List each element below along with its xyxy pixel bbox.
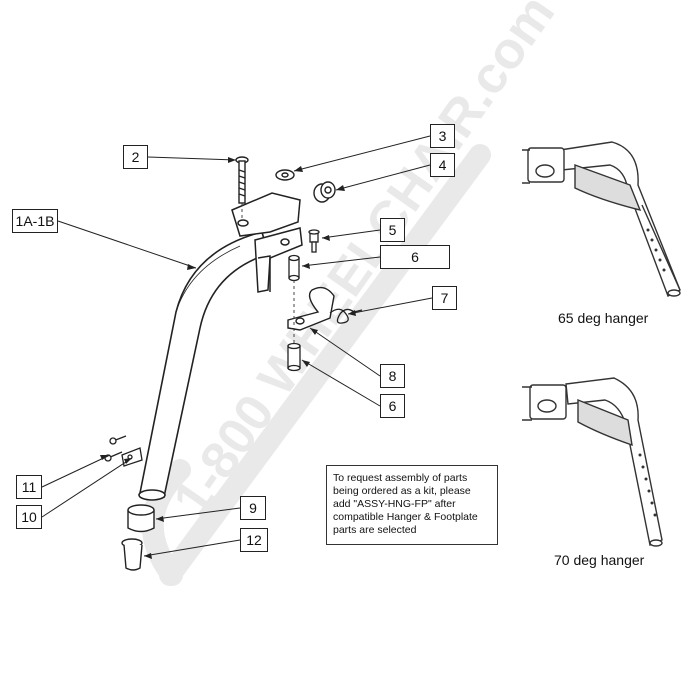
- hanger-70-illustration: [522, 377, 663, 547]
- sleeve-part-upper: [288, 254, 300, 282]
- callout-10: 10: [16, 505, 42, 529]
- callout-3: 3: [430, 124, 455, 148]
- callout-5: 5: [380, 218, 405, 242]
- spring-part: [329, 308, 363, 324]
- callout-6-upper: 6: [380, 245, 450, 269]
- leader-arrowheads: [100, 157, 356, 559]
- assembly-axis: [241, 203, 295, 344]
- callout-1a-1b: 1A-1B: [12, 209, 58, 233]
- hanger-65-illustration: [522, 141, 681, 297]
- callout-6-lower: 6: [380, 394, 405, 418]
- caption-65-deg-hanger: 65 deg hanger: [558, 310, 649, 326]
- callout-7: 7: [432, 286, 457, 310]
- sleeve-part-lower: [287, 342, 301, 372]
- end-plug-part: [121, 538, 143, 571]
- bolt-part: [235, 156, 249, 204]
- leader-lines: [41, 135, 433, 557]
- callout-2: 2: [123, 145, 148, 169]
- callout-11: 11: [16, 475, 42, 499]
- callout-12: 12: [240, 528, 268, 552]
- hinge-block: [231, 192, 303, 293]
- caption-70-deg-hanger: 70 deg hanger: [554, 552, 645, 568]
- callout-9: 9: [240, 496, 266, 520]
- latch-part: [287, 286, 335, 331]
- clamp-screws: [104, 435, 143, 467]
- bushing-part: [313, 181, 336, 203]
- callout-4: 4: [430, 153, 455, 177]
- assembly-note: To request assembly of parts being order…: [326, 465, 498, 545]
- callout-8: 8: [380, 364, 405, 388]
- screw-part: [308, 229, 320, 253]
- collar-part: [127, 504, 155, 533]
- washer-part: [275, 169, 295, 181]
